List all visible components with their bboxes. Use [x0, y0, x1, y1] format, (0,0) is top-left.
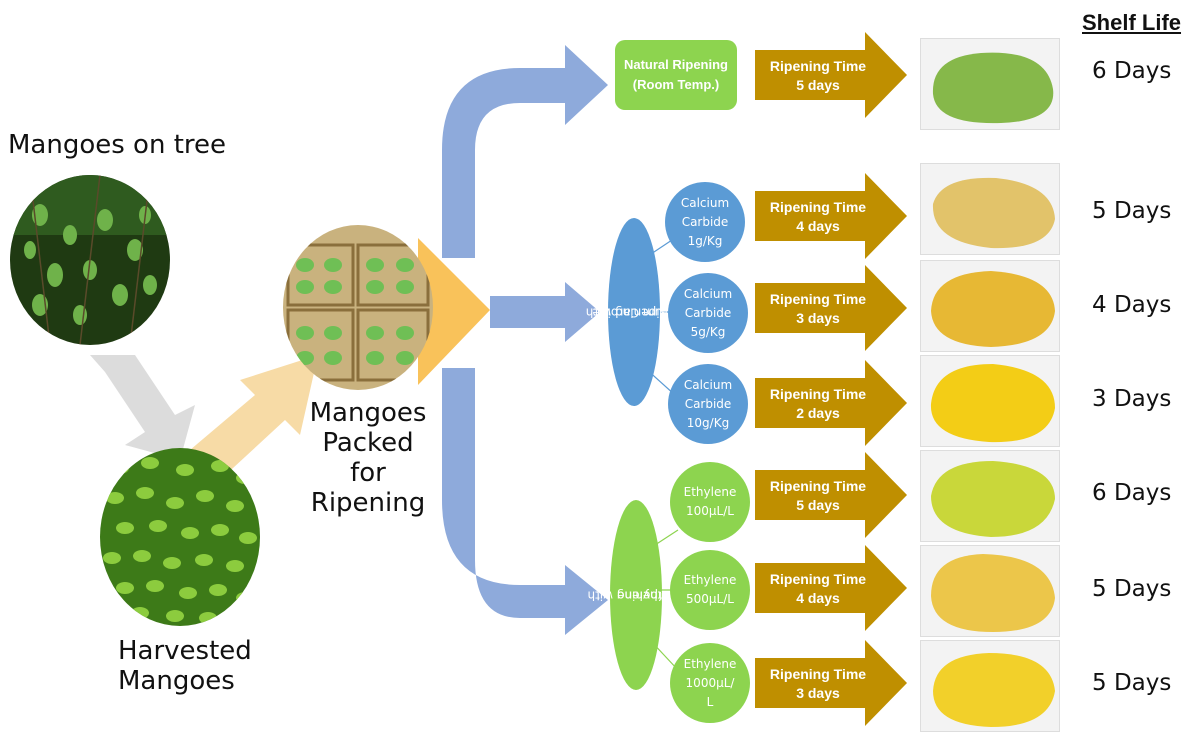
- harvested-photo: [100, 448, 260, 626]
- mango-icon: [931, 461, 1055, 537]
- gold-arrow-icon: [755, 32, 907, 118]
- harvested-label-line2: Mangoes: [118, 666, 235, 696]
- dose-line: Ethylene: [683, 573, 737, 587]
- lower-curve-arrow: [442, 368, 608, 635]
- packed-label: Mangoes Packed for Ripening: [308, 398, 428, 518]
- dose-line: Ethylene: [683, 485, 737, 499]
- dose-circle: Ethylene 100µL/L: [670, 462, 750, 542]
- ripening-time-value: 4 days: [796, 218, 840, 234]
- ripening-time-label: Ripening Time: [769, 386, 867, 402]
- mango-photo: [920, 163, 1060, 255]
- ripening-time-label: Ripening Time: [769, 291, 867, 307]
- dose-line: 10g/Kg: [686, 415, 730, 430]
- ripening-time-value: 3 days: [796, 310, 840, 326]
- ripening-time-label: Ripening Time: [769, 666, 867, 682]
- mango-icon: [931, 554, 1055, 632]
- ripening-time-value: 2 days: [796, 405, 840, 421]
- carbide-group-ellipse: Ripening with Calcium Carbide: [585, 218, 691, 406]
- mango-icon: [932, 177, 1055, 249]
- gold-arrow-icon: [755, 452, 907, 538]
- dose-line: Carbide: [684, 396, 732, 411]
- dose-line: Carbide: [681, 214, 729, 229]
- mango-icon: [932, 52, 1054, 124]
- dose-line: Calcium: [680, 195, 730, 210]
- mango-tree-icon: [10, 175, 170, 345]
- upper-curve-arrow: [442, 45, 608, 258]
- shelf-life-title: Shelf Life: [1082, 10, 1182, 35]
- dose-line: 500µL/L: [686, 592, 734, 606]
- gold-arrow-icon: [755, 173, 907, 259]
- harvested-label-line1: Harvested: [118, 636, 252, 666]
- ethylene-group-ellipse: Ripening with Ethylene: [587, 500, 670, 690]
- harvest-to-pack-arrow: [190, 355, 318, 480]
- ripening-time-value: 3 days: [796, 685, 840, 701]
- dose-circle: Calcium Carbide 5g/Kg: [668, 273, 748, 353]
- gold-arrow-icon: [755, 265, 907, 351]
- ripening-time-arrow: Ripening Time 2 days: [755, 360, 907, 446]
- dose-line: Carbide: [684, 305, 732, 320]
- dose-line: L: [706, 694, 714, 709]
- shelf-life-value: 5 Days: [1092, 576, 1172, 602]
- packed-label-line3: Ripening: [310, 488, 426, 518]
- ripening-time-arrow: Ripening Time 5 days: [755, 32, 907, 118]
- dose-line: Calcium: [683, 377, 733, 392]
- gold-arrow-icon: [755, 360, 907, 446]
- ripening-time-label: Ripening Time: [769, 478, 867, 494]
- shelf-life-value: 4 Days: [1092, 292, 1172, 318]
- gold-arrow-icon: [755, 640, 907, 726]
- gold-arrow-icon: [755, 545, 907, 631]
- ripening-time-value: 5 days: [796, 77, 840, 93]
- packed-label-line2: Packed for: [322, 428, 414, 488]
- ripening-time-label: Ripening Time: [769, 199, 867, 215]
- mango-photo: [920, 355, 1060, 447]
- mango-photo: [920, 260, 1060, 352]
- dose-circle: Calcium Carbide 10g/Kg: [668, 364, 748, 444]
- dose-line: 1000µL/: [685, 675, 735, 690]
- dose-circle: Ethylene 1000µL/ L: [670, 643, 750, 723]
- natural-ripening-line1: Natural Ripening: [623, 57, 728, 72]
- harvested-label: Harvested Mangoes: [118, 636, 252, 696]
- mango-photo: [920, 450, 1060, 542]
- tree-to-harvest-arrow: [90, 355, 195, 460]
- mango-photo: [920, 38, 1060, 130]
- ripening-time-label: Ripening Time: [769, 58, 867, 74]
- packed-crates-icon: [283, 225, 433, 390]
- mango-icon: [933, 653, 1055, 727]
- harvested-mangoes-icon: [100, 448, 260, 626]
- tree-photo: [10, 175, 170, 345]
- packed-photo: [283, 225, 433, 390]
- mango-photo: [920, 545, 1060, 637]
- ripening-time-arrow: Ripening Time 4 days: [755, 545, 907, 631]
- ripening-time-label: Ripening Time: [769, 571, 867, 587]
- pack-chevron-arrow: [418, 238, 490, 385]
- natural-ripening-box: Natural Ripening (Room Temp.): [615, 40, 737, 110]
- packed-label-line1: Mangoes: [309, 398, 427, 428]
- dose-line: 5g/Kg: [690, 324, 726, 339]
- ripening-time-arrow: Ripening Time 5 days: [755, 452, 907, 538]
- dose-circle: Ethylene 500µL/L: [670, 550, 750, 630]
- mango-photo: [920, 640, 1060, 732]
- natural-ripening-line2: (Room Temp.): [632, 77, 720, 92]
- mango-icon: [931, 271, 1055, 347]
- shelf-life-value: 6 Days: [1092, 480, 1172, 506]
- shelf-life-value: 5 Days: [1092, 670, 1172, 696]
- shelf-life-value: 6 Days: [1092, 58, 1172, 84]
- tree-label: Mangoes on tree: [8, 130, 227, 160]
- dose-line: Calcium: [683, 286, 733, 301]
- mango-icon: [930, 364, 1055, 443]
- dose-line: 1g/Kg: [687, 233, 723, 248]
- ripening-time-arrow: Ripening Time 4 days: [755, 173, 907, 259]
- dose-circle: Calcium Carbide 1g/Kg: [665, 182, 745, 262]
- shelf-life-value: 5 Days: [1092, 198, 1172, 224]
- ripening-time-value: 5 days: [796, 497, 840, 513]
- ripening-time-arrow: Ripening Time 3 days: [755, 640, 907, 726]
- shelf-life-value: 3 Days: [1092, 386, 1172, 412]
- middle-straight-arrow: [490, 282, 600, 342]
- dose-line: 100µL/L: [686, 504, 734, 518]
- ripening-time-value: 4 days: [796, 590, 840, 606]
- dose-line: Ethylene: [683, 656, 737, 671]
- ripening-time-arrow: Ripening Time 3 days: [755, 265, 907, 351]
